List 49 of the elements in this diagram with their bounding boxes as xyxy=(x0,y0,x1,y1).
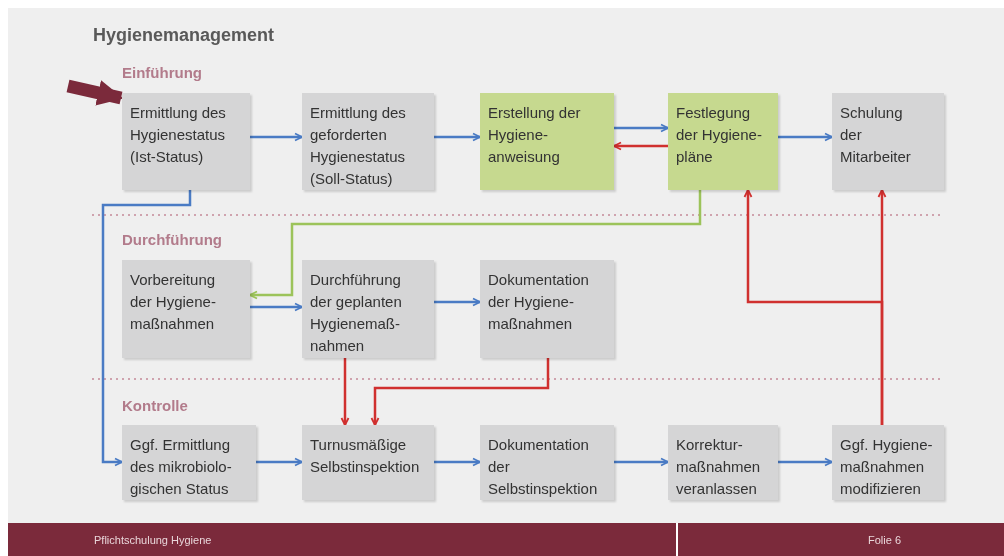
footer-text: Pflichtschulung Hygiene xyxy=(94,534,212,546)
arrow xyxy=(434,297,481,307)
box-text: Ggf. Hygiene-maßnahmen modifizieren xyxy=(840,435,934,499)
arrow xyxy=(249,190,702,300)
process-box xyxy=(122,260,250,358)
arrow xyxy=(250,132,303,142)
process-box xyxy=(122,425,256,500)
arrow xyxy=(250,302,303,312)
arrow xyxy=(101,190,192,467)
arrow xyxy=(778,457,833,467)
process-box xyxy=(302,425,434,500)
box-text: Ermittlung des Hygienestatus (Ist-Status) xyxy=(130,103,227,167)
footer-text: Folie 6 xyxy=(868,534,902,546)
arrow xyxy=(434,457,481,467)
section-heading: Kontrolle xyxy=(122,397,188,414)
process-box xyxy=(122,93,250,190)
arrow xyxy=(370,358,550,426)
arrow xyxy=(340,358,350,426)
box-text: Schulung der Mitarbeiter xyxy=(840,103,912,167)
box-text: Ggf. Ermittlung des mikrobiolo-gischen Status xyxy=(130,435,233,499)
block-arrow xyxy=(66,79,124,106)
arrow xyxy=(778,132,833,142)
box-text: Festlegung der Hygiene-pläne xyxy=(676,103,763,167)
arrow xyxy=(434,132,481,142)
process-box xyxy=(302,260,434,358)
box-text: Vorbereitung der Hygiene-maßnahmen xyxy=(130,270,217,334)
process-box xyxy=(480,93,614,190)
process-box xyxy=(480,260,614,358)
box-text: Turnusmäßige Selbstinspektion xyxy=(310,435,421,477)
arrow xyxy=(614,123,669,133)
box-text: Erstellung der Hygiene-anweisung xyxy=(488,103,582,167)
arrow xyxy=(614,457,669,467)
section-heading: Einführung xyxy=(122,64,202,81)
process-box xyxy=(832,425,944,500)
box-text: Korrektur-maßnahmen veranlassen xyxy=(676,435,762,499)
box-text: Durchführung der geplanten Hygienemaß-nahmen xyxy=(310,270,403,356)
box-text: Ermittlung des geforderten Hygienestatus (Soll-Status) xyxy=(310,103,407,189)
arrow xyxy=(613,141,668,151)
process-box xyxy=(302,93,434,190)
box-text: Dokumentation der Selbstinspektion xyxy=(488,435,599,499)
process-box xyxy=(668,425,778,500)
arrow xyxy=(743,189,884,425)
process-box xyxy=(832,93,944,190)
process-box xyxy=(668,93,778,190)
box-text: Dokumentation der Hygiene-maßnahmen xyxy=(488,270,590,334)
arrow xyxy=(256,457,303,467)
process-box xyxy=(480,425,614,500)
diagram-title: Hygienemanagement xyxy=(93,25,275,46)
section-heading: Durchführung xyxy=(122,231,222,248)
